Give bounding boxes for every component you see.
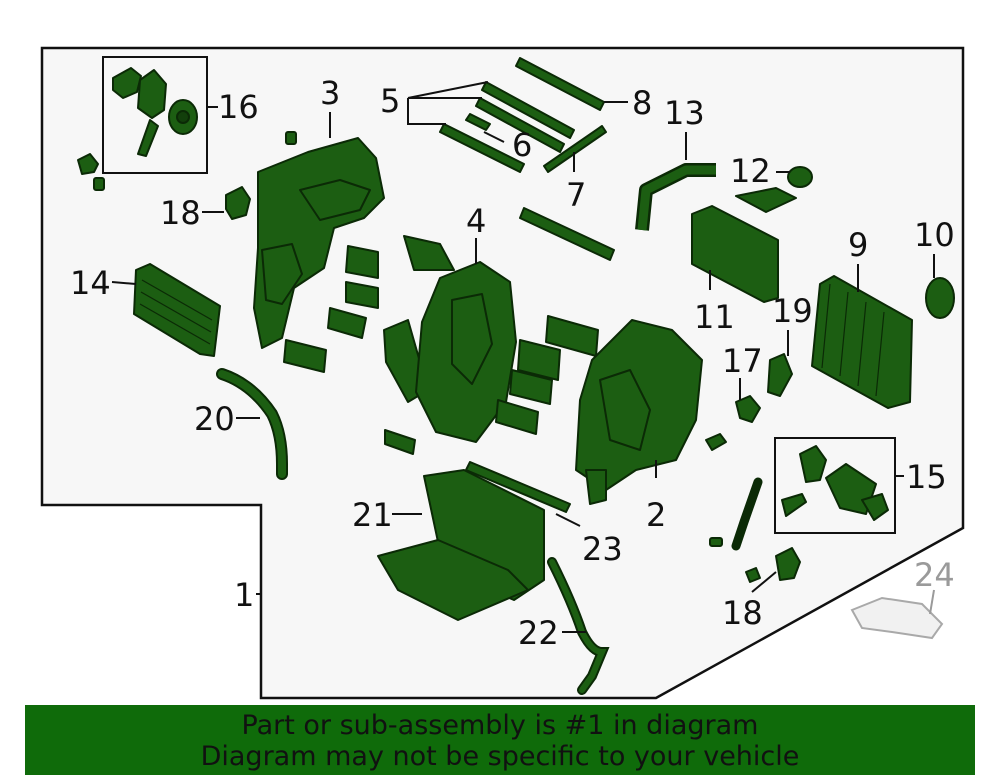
callout-14: 14 [70, 264, 111, 302]
part-4-center-case[interactable] [415, 261, 517, 443]
callout-2: 2 [646, 496, 666, 534]
part-9-core[interactable] [811, 275, 913, 409]
part-21-lower-case[interactable] [377, 469, 545, 621]
callout-21: 21 [352, 496, 393, 534]
part-14-core[interactable] [133, 263, 221, 357]
callout-13: 13 [664, 94, 705, 132]
box-16 [102, 56, 208, 174]
part-3-left-case[interactable] [253, 137, 385, 349]
part-17-clip[interactable] [705, 433, 727, 451]
part-5-rods[interactable] [439, 81, 575, 173]
part-16-sensor[interactable] [77, 153, 105, 191]
callout-20: 20 [194, 400, 235, 438]
banner-line-2: Diagram may not be specific to your vehi… [200, 741, 800, 772]
callout-1: 1 [234, 576, 254, 614]
part-3-clip[interactable] [285, 131, 297, 145]
part-16-actuators[interactable] [112, 67, 198, 157]
part-7-bar[interactable] [543, 125, 607, 173]
callout-9: 9 [848, 226, 868, 264]
callout-5: 5 [380, 82, 400, 120]
part-2-right-case[interactable] [575, 319, 703, 505]
part-19-gasket[interactable] [767, 353, 793, 397]
part-18-lower[interactable] [775, 547, 801, 581]
part-small-plug[interactable] [709, 537, 723, 547]
notice-banner: Part or sub-assembly is #1 in diagram Di… [25, 705, 975, 775]
box-15 [774, 437, 896, 534]
callout-15: 15 [906, 458, 947, 496]
part-24-duct[interactable] [850, 596, 944, 640]
part-18-lower-clip[interactable] [745, 567, 761, 583]
callout-18-upper: 18 [160, 194, 201, 232]
part-6-pin[interactable] [465, 113, 491, 131]
part-doors-left[interactable] [283, 235, 455, 455]
callout-23: 23 [582, 530, 623, 568]
callout-6: 6 [512, 126, 532, 164]
part-11-heater-core[interactable] [691, 187, 797, 303]
part-small-hose[interactable] [731, 477, 763, 551]
callout-12: 12 [730, 152, 771, 190]
callout-8: 8 [632, 84, 652, 122]
part-23-strip[interactable] [465, 461, 571, 513]
part-12-gasket[interactable] [787, 166, 813, 188]
callout-4: 4 [466, 202, 486, 240]
callout-3: 3 [320, 74, 340, 112]
callout-22: 22 [518, 614, 559, 652]
part-17-sensor[interactable] [735, 395, 761, 423]
part-10-seal[interactable] [925, 277, 955, 319]
callout-11: 11 [694, 298, 735, 336]
parts-diagram: 16 3 5 6 8 7 13 12 18 4 9 10 14 11 19 17… [40, 46, 965, 700]
banner-line-1: Part or sub-assembly is #1 in diagram [241, 710, 759, 741]
leader-lines [111, 81, 935, 633]
part-doors-right[interactable] [495, 315, 599, 435]
callout-17: 17 [722, 342, 763, 380]
part-8-bar[interactable] [515, 57, 605, 111]
part-18-upper[interactable] [225, 186, 251, 220]
callout-19: 19 [772, 292, 813, 330]
callout-18-lower: 18 [722, 594, 763, 632]
part-15-actuators[interactable] [781, 445, 889, 521]
part-duct-bar[interactable] [519, 207, 615, 261]
callout-7: 7 [566, 176, 586, 214]
callout-24: 24 [914, 556, 955, 594]
callout-10: 10 [914, 216, 955, 254]
callout-16: 16 [218, 88, 259, 126]
